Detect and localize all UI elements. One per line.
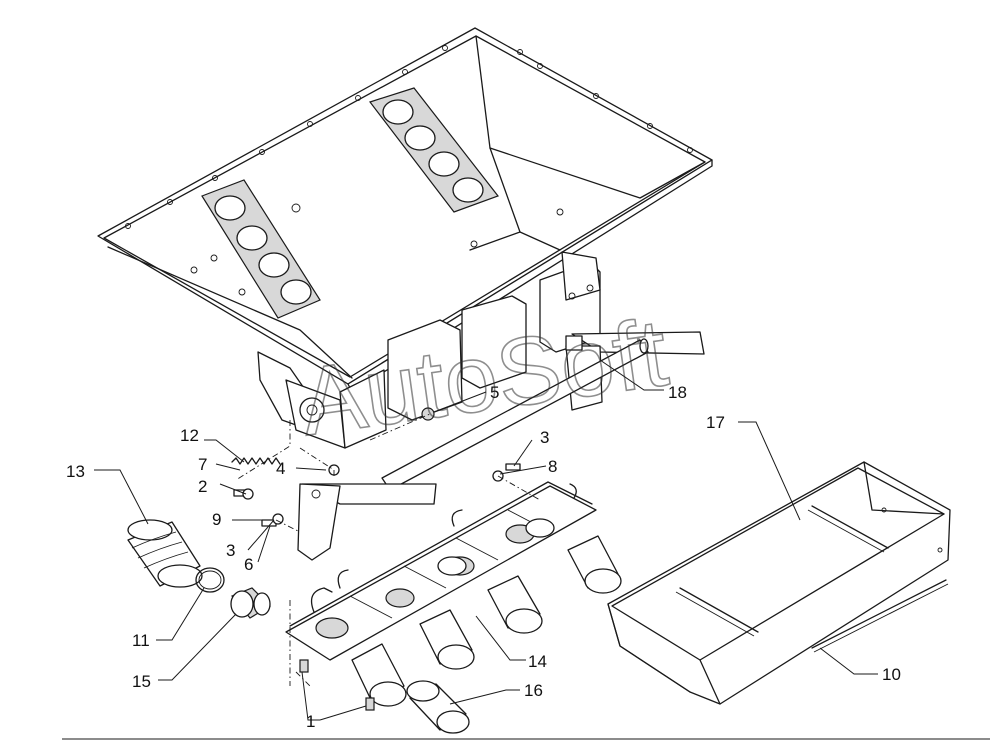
callout-8: 8: [548, 457, 557, 476]
callout-leaders: [94, 359, 878, 721]
callout-5: 5: [490, 383, 499, 402]
outlet-tubes: [351, 518, 622, 707]
outlet-plate-left: [201, 179, 321, 319]
metering-housings: [257, 251, 601, 449]
callout-6: 6: [244, 555, 253, 574]
rod: [811, 579, 949, 653]
hose-clamp: [195, 567, 225, 593]
collection-tray: [607, 461, 951, 705]
outlet-tube-loose: [406, 680, 470, 734]
spring: [231, 457, 281, 465]
callout-labels: 1 2 3 3 4 5 6 7 8 9 10 11 12 13 14 15 16…: [66, 383, 901, 731]
hopper: [97, 27, 713, 449]
rim-holes: [125, 45, 693, 229]
callout-15: 15: [132, 672, 151, 691]
outlet-plate-right: [369, 87, 499, 213]
callout-12: 12: [180, 426, 199, 445]
bushing: [230, 587, 271, 619]
callout-7: 7: [198, 455, 207, 474]
callout-17: 17: [706, 413, 725, 432]
callout-18: 18: [668, 383, 687, 402]
callout-11: 11: [132, 631, 150, 650]
callout-2: 2: [198, 477, 207, 496]
callout-3: 3: [226, 541, 235, 560]
callout-13: 13: [66, 462, 85, 481]
callout-16: 16: [524, 681, 543, 700]
callout-10: 10: [882, 665, 901, 684]
callout-3: 3: [540, 428, 549, 447]
callout-9: 9: [212, 510, 221, 529]
callout-1: 1: [306, 712, 315, 731]
lever-arm-lower: [297, 483, 437, 561]
callout-14: 14: [528, 652, 547, 671]
callout-4: 4: [276, 459, 285, 478]
flexible-hose: [127, 519, 203, 588]
